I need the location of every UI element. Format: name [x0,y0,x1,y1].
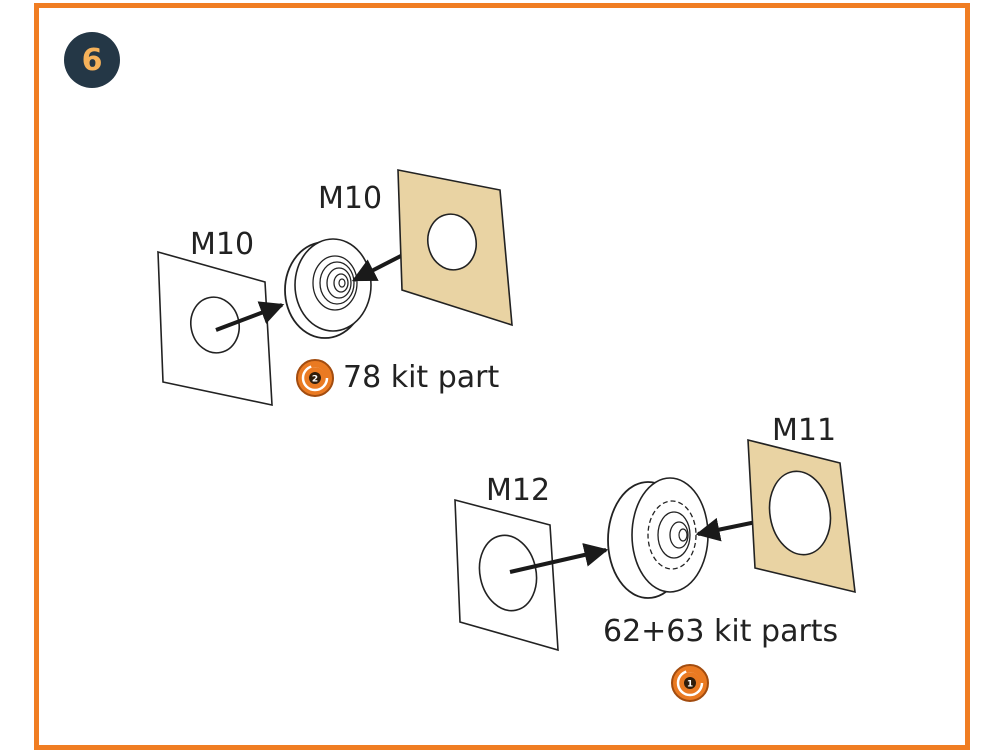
arrow-plate-to-wheel [215,301,285,332]
rear-plate-label-2: M12 [486,473,551,508]
kit-part-label-2: 62+63 kit parts [603,614,839,649]
step-number-badge: 6 [64,32,120,88]
front-plate-m11 [747,438,856,594]
wheel-2 [607,477,709,599]
svg-text:2: 2 [312,375,318,385]
kit-part-label-1: 78 kit part [343,360,500,395]
arrow-plate-to-wheel-2 [509,543,609,574]
wheel-1 [284,238,372,339]
rear-plate-m12 [454,498,559,652]
replace-kit-part-icon: 1 [671,664,709,702]
front-plate-label-2: M11 [772,413,837,448]
rear-plate-label-1: M10 [190,227,255,262]
front-plate-m10 [397,169,513,327]
replace-kit-part-icon: 2 [296,359,334,397]
rear-plate-m10 [157,250,273,406]
front-plate-label-1: M10 [318,181,383,216]
assembly-1 [157,169,513,406]
assembly-2 [454,438,856,652]
svg-text:1: 1 [687,680,693,690]
